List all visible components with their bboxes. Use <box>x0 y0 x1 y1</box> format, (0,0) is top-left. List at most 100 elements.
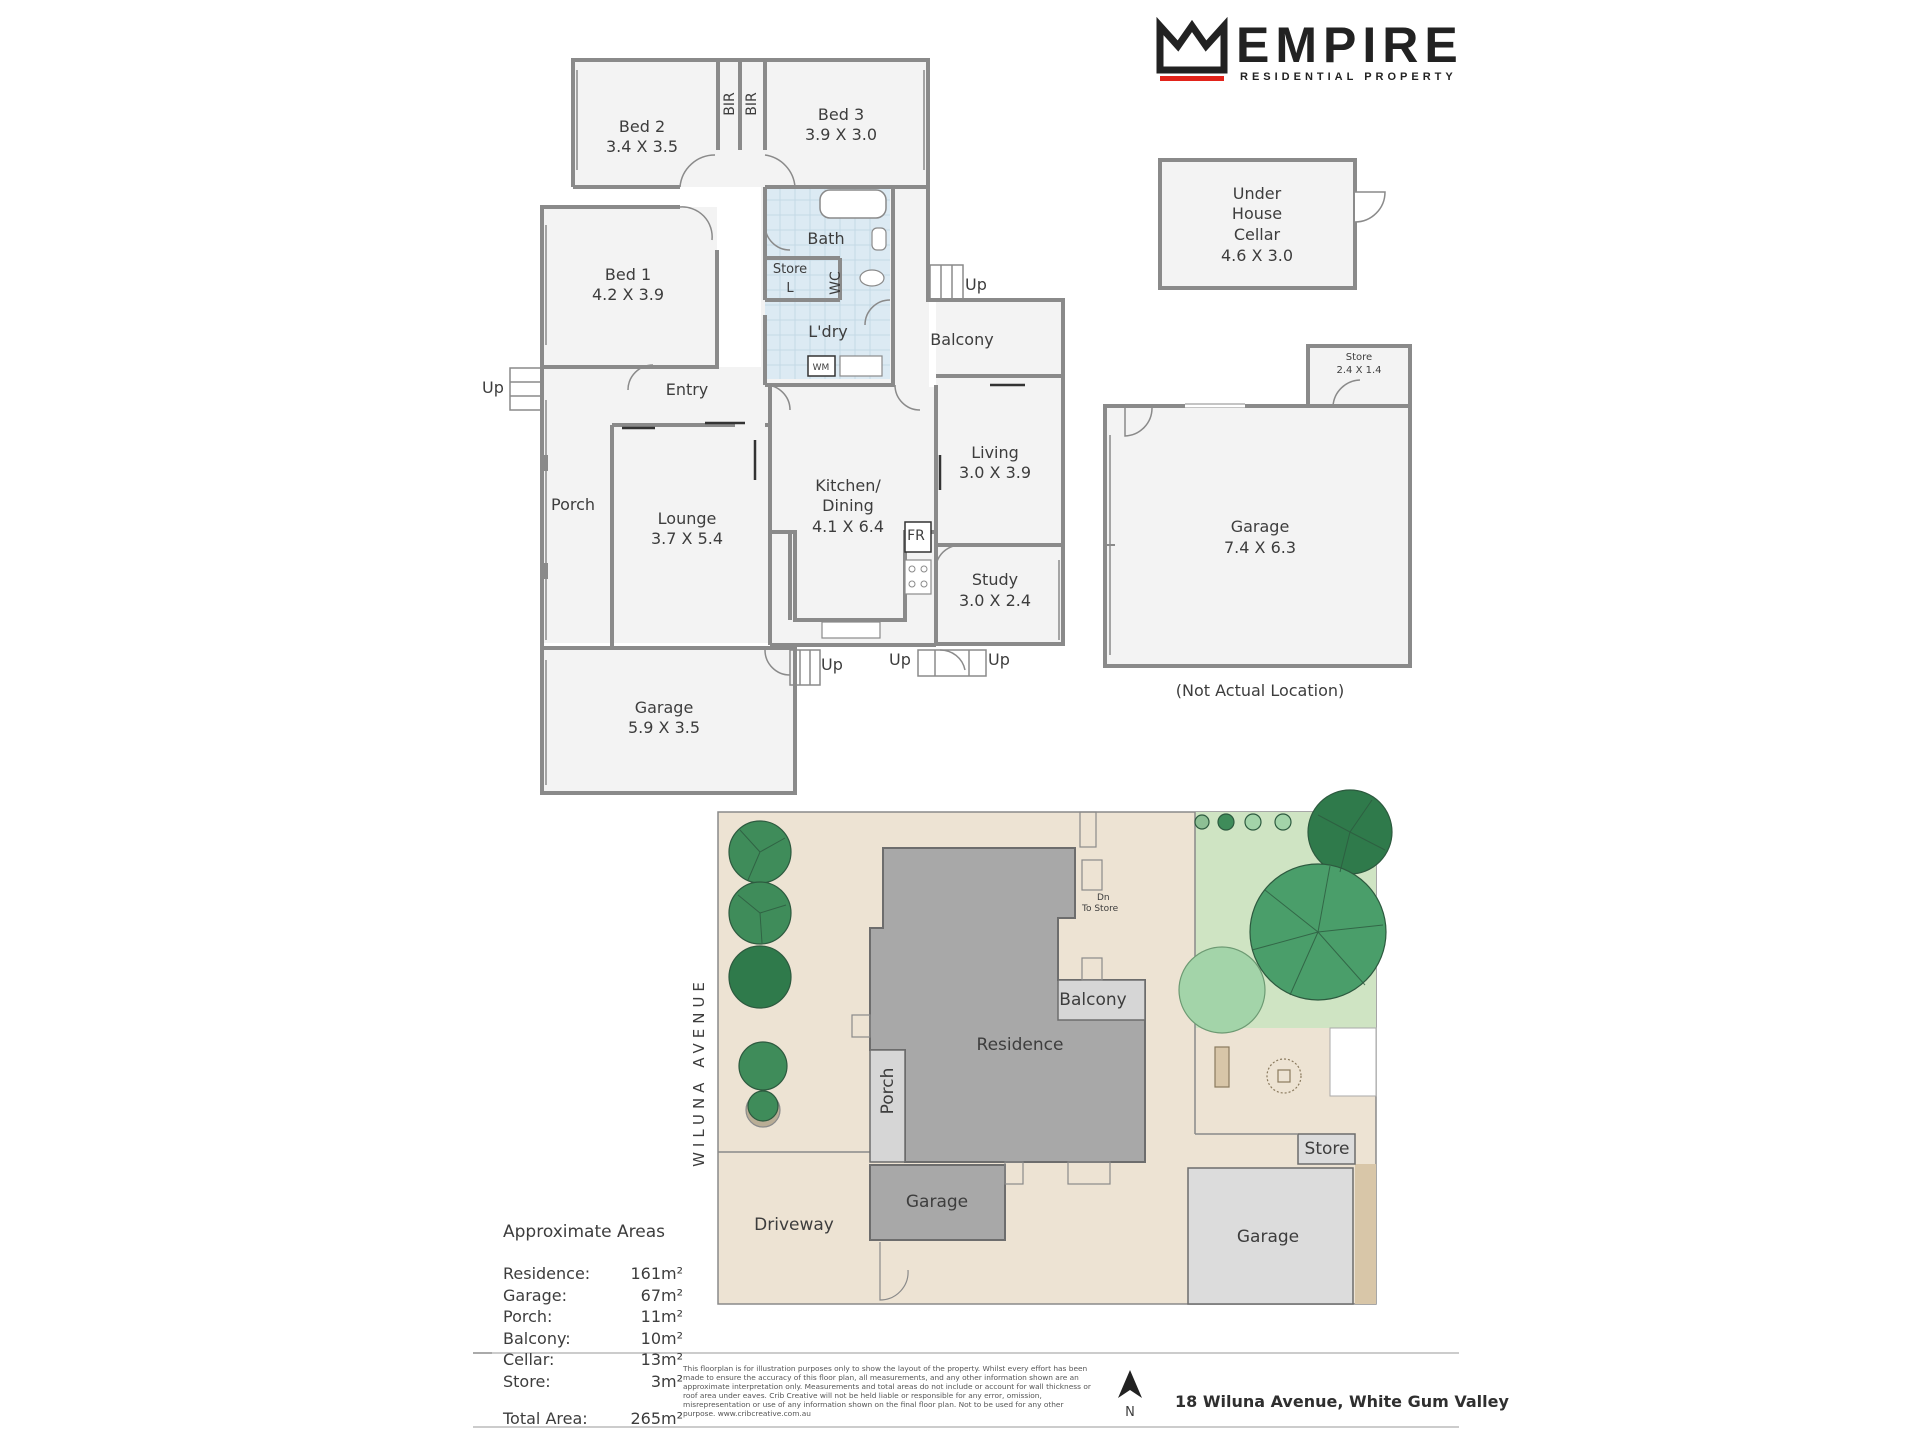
garden-ornaments <box>1214 1046 1302 1094</box>
bir-label-b: BIR <box>744 92 760 116</box>
up-label-study-a: Up <box>889 650 911 669</box>
site-plan: Dn To Store <box>690 789 1393 1305</box>
site-porch <box>869 1049 906 1163</box>
fridge-label: FR <box>907 528 925 544</box>
site-balcony <box>1057 979 1146 1021</box>
area-row-garage: Garage:67m² <box>503 1285 683 1305</box>
store-label: Store <box>773 262 807 277</box>
garage-detached-label: Garage <box>1231 517 1290 536</box>
approximate-areas: Approximate Areas Residence:161m² Garage… <box>503 1222 683 1431</box>
property-address: 18 Wiluna Avenue, White Gum Valley <box>1175 1392 1509 1411</box>
site-porch-label: Porch <box>878 1068 898 1115</box>
living-size: 3.0 X 3.9 <box>959 463 1031 482</box>
study-size: 3.0 X 2.4 <box>959 591 1031 610</box>
area-row-store: Store:3m² <box>503 1371 683 1391</box>
crown-icon <box>1156 16 1228 74</box>
wc-label: WC <box>828 271 844 295</box>
up-label-porch: Up <box>482 378 504 397</box>
up-label-study-b: Up <box>988 650 1010 669</box>
tree-icon <box>728 945 792 1009</box>
lounge-size: 3.7 X 5.4 <box>651 529 723 548</box>
area-row-porch: Porch:11m² <box>503 1307 683 1326</box>
area-row-total: Total Area:265m² <box>503 1409 683 1428</box>
toilet-icon <box>859 269 885 287</box>
kitchen-size: 4.1 X 6.4 <box>812 517 884 536</box>
up-label-balcony: Up <box>965 275 987 294</box>
garage-main-label: Garage <box>635 698 694 717</box>
shrub-icon <box>1217 813 1235 831</box>
cellar-plan: Under House Cellar 4.6 X 3.0 <box>1158 158 1386 290</box>
north-arrow-icon: N <box>1118 1370 1142 1420</box>
laundry-label: L'dry <box>808 322 848 341</box>
area-row-balcony: Balcony:10m² <box>503 1328 683 1348</box>
bed3-label: Bed 3 <box>818 105 864 124</box>
bed2-label: Bed 2 <box>619 117 665 136</box>
bed3-size: 3.9 X 3.0 <box>805 125 877 144</box>
laundry-trough-icon <box>839 355 883 377</box>
bed1-size: 4.2 X 3.9 <box>592 285 664 304</box>
garage-main-size: 5.9 X 3.5 <box>628 718 700 737</box>
cooktop-icon <box>904 559 932 595</box>
brand-tagline: RESIDENTIAL PROPERTY <box>1240 71 1457 83</box>
site-garage-label: Garage <box>906 1192 968 1212</box>
empire-logo: EMPIRE RESIDENTIAL PROPERTY <box>1156 16 1464 83</box>
area-row-cellar: Cellar:13m² <box>503 1350 683 1369</box>
brand-accent-bar <box>1160 76 1224 81</box>
study-label: Study <box>972 570 1018 589</box>
site-dn-label: Dn <box>1097 893 1110 903</box>
tree-icon <box>1178 946 1266 1034</box>
not-actual-location-note: (Not Actual Location) <box>1176 681 1344 700</box>
shrub-icon <box>1274 813 1292 831</box>
up-label-kitchen: Up <box>821 655 843 674</box>
main-floor-plan: Bed 2 3.4 X 3.5 Bed 3 3.9 X 3.0 Bed 1 4.… <box>482 58 1065 795</box>
shrub-icon <box>1244 813 1262 831</box>
area-row-residence: Residence:161m² <box>503 1264 683 1283</box>
detached-garage-plan: Garage 7.4 X 6.3 Store 2.4 X 1.4 (Not Ac… <box>1103 344 1412 700</box>
site-to-store-label: To Store <box>1081 904 1119 914</box>
store-small-size: 2.4 X 1.4 <box>1336 365 1381 376</box>
site-store <box>1297 1133 1356 1165</box>
bir-label-a: BIR <box>722 92 738 116</box>
brand-name: EMPIRE <box>1236 17 1464 73</box>
store-l-label: L <box>786 281 794 296</box>
store-small-label: Store <box>1346 352 1372 363</box>
cellar-size: 4.6 X 3.0 <box>1221 246 1293 265</box>
site-driveway-label: Driveway <box>754 1215 834 1235</box>
cellar-line3: Cellar <box>1234 225 1281 244</box>
tree-icon <box>747 1090 779 1122</box>
cellar-line1: Under <box>1233 184 1282 203</box>
bed2-size: 3.4 X 3.5 <box>606 137 678 156</box>
disclaimer-text: This floorplan is for illustration purpo… <box>683 1364 1091 1418</box>
balcony-label: Balcony <box>930 330 993 349</box>
entry-label: Entry <box>666 380 709 399</box>
garage-detached-size: 7.4 X 6.3 <box>1224 538 1296 557</box>
site-residence-label: Residence <box>977 1035 1064 1055</box>
north-label: N <box>1125 1405 1135 1420</box>
site-garage-detached <box>1187 1167 1354 1305</box>
cellar-line2: House <box>1232 204 1282 223</box>
kitchen-label-2: Dining <box>822 496 874 515</box>
bathtub-icon <box>819 189 887 219</box>
tree-icon <box>738 1041 788 1091</box>
living-label: Living <box>971 443 1019 462</box>
site-balcony-label: Balcony <box>1059 990 1126 1010</box>
steps <box>509 264 987 686</box>
bath-label: Bath <box>807 229 844 248</box>
tree-icons <box>728 789 1393 1128</box>
shrub-icon <box>1194 814 1210 830</box>
site-garage-detached-label: Garage <box>1237 1227 1299 1247</box>
street-name-label: WILUNA AVENUE <box>690 977 708 1167</box>
washing-machine-icon <box>807 355 836 377</box>
site-store-label: Store <box>1305 1139 1350 1159</box>
sink-icon <box>821 621 881 639</box>
porch-label: Porch <box>551 495 595 514</box>
areas-title: Approximate Areas <box>503 1222 665 1242</box>
lounge-label: Lounge <box>658 509 717 528</box>
bed1-label: Bed 1 <box>605 265 651 284</box>
residence-footprint <box>869 847 1146 1163</box>
wm-label: WM <box>813 363 830 373</box>
kitchen-label: Kitchen/ <box>815 476 881 495</box>
site-garage <box>869 1164 1006 1241</box>
basin-icon <box>871 227 887 251</box>
